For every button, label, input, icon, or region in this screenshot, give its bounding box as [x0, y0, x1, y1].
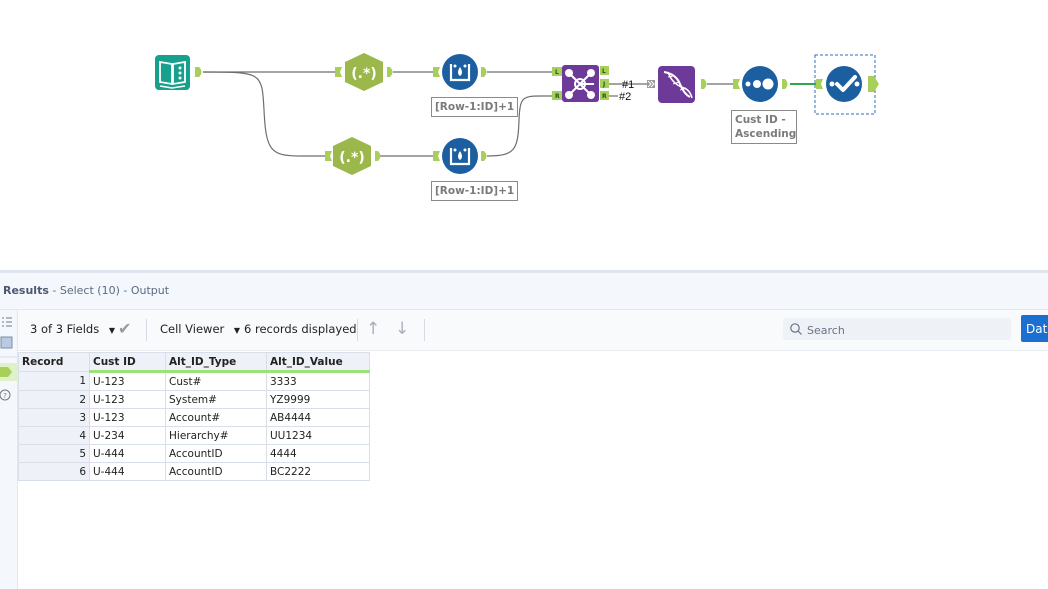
table-cell[interactable]: U-123: [89, 371, 166, 391]
table-cell[interactable]: U-123: [89, 408, 166, 427]
record-number-cell[interactable]: 3: [18, 408, 90, 427]
cell-viewer-label: Cell Viewer: [160, 322, 225, 336]
caret-down-icon: ▼: [108, 326, 116, 335]
regex-tool-bottom[interactable]: (.*): [325, 137, 381, 175]
arrow-up-icon[interactable]: ↑: [366, 319, 381, 339]
table-cell[interactable]: BC2222: [266, 462, 370, 481]
table-cell[interactable]: 3333: [266, 371, 370, 391]
sort-tool[interactable]: [733, 66, 788, 102]
metadata-icon[interactable]: [0, 336, 13, 349]
join-port-label: R: [602, 93, 607, 100]
table-cell[interactable]: AB4444: [266, 408, 370, 427]
table-cell[interactable]: AccountID: [165, 462, 267, 481]
search-icon: [790, 323, 802, 335]
panel-splitter[interactable]: [0, 270, 1048, 273]
record-number-cell[interactable]: 2: [18, 390, 90, 409]
table-cell[interactable]: 4444: [266, 444, 370, 463]
connection-label-1: #1: [622, 79, 634, 91]
table-cell[interactable]: UU1234: [266, 426, 370, 445]
join-port-label: R: [555, 93, 560, 100]
table-cell[interactable]: U-123: [89, 390, 166, 409]
column-header-alt-id-value[interactable]: Alt_ID_Value: [266, 352, 370, 373]
record-number-cell[interactable]: 6: [18, 462, 90, 481]
annotation-text: [Row-1:ID]+1: [435, 101, 515, 113]
regex-tool-top[interactable]: (.*): [335, 53, 393, 91]
fields-dropdown[interactable]: 3 of 3 Fields ▼: [30, 322, 115, 336]
svg-text:(.*): (.*): [339, 150, 364, 166]
help-icon[interactable]: ?: [0, 389, 11, 401]
table-cell[interactable]: U-234: [89, 426, 166, 445]
connection-input-regex2[interactable]: [202, 71, 325, 157]
annotation-text: Cust ID -: [735, 114, 786, 126]
search-input[interactable]: [805, 320, 1009, 340]
table-cell[interactable]: YZ9999: [266, 390, 370, 409]
toolbar-separator: [146, 319, 147, 341]
results-left-rail: ?: [0, 310, 18, 589]
svg-text:?: ?: [3, 392, 7, 400]
arrow-down-icon[interactable]: ↓: [395, 319, 410, 339]
apply-check-icon[interactable]: ✔: [118, 319, 132, 338]
table-cell[interactable]: System#: [165, 390, 267, 409]
column-header-record[interactable]: Record: [18, 352, 90, 372]
join-port-label: L: [555, 69, 559, 76]
table-cell[interactable]: U-444: [89, 462, 166, 481]
workflow-diagram: (.*) (.*): [155, 53, 879, 175]
connection-label-2: #2: [619, 91, 631, 103]
record-number-cell[interactable]: 5: [18, 444, 90, 463]
select-tool[interactable]: [816, 66, 879, 102]
column-header-alt-id-type[interactable]: Alt_ID_Type: [165, 352, 267, 373]
record-number-cell[interactable]: 1: [18, 371, 90, 391]
results-header: Results - Select (10) - Output: [0, 273, 1048, 310]
table-cell[interactable]: Account#: [165, 408, 267, 427]
sort-annotation: Cust ID - Ascending: [731, 110, 797, 144]
table-cell[interactable]: Cust#: [165, 371, 267, 391]
toolbar-separator: [424, 319, 425, 341]
join-port-label: J: [602, 81, 605, 88]
fields-dropdown-label: 3 of 3 Fields: [30, 322, 100, 336]
selection-box: [814, 54, 876, 115]
multi-row-formula-tool-top[interactable]: [433, 54, 487, 90]
multirow-annotation-top: [Row-1:ID]+1: [431, 97, 519, 117]
caret-down-icon: ▼: [233, 326, 241, 335]
transpose-tool[interactable]: [658, 66, 707, 103]
records-count: 6 records displayed: [244, 322, 357, 336]
input-data-tool[interactable]: [155, 55, 190, 90]
annotation-text: [Row-1:ID]+1: [435, 185, 515, 197]
output-anchor-icon[interactable]: [0, 367, 12, 377]
join-port-label: L: [602, 68, 606, 75]
results-title-bold: Results: [3, 284, 49, 297]
table-cell[interactable]: Hierarchy#: [165, 426, 267, 445]
connection-multirow2-join[interactable]: [486, 95, 552, 157]
toolbar-separator: [357, 319, 358, 341]
header-row: Record Cust ID Alt_ID_Type Alt_ID_Value: [18, 352, 370, 373]
data-button[interactable]: Data: [1021, 315, 1048, 342]
workflow-canvas[interactable]: (.*) (.*): [0, 0, 1048, 270]
cell-viewer-dropdown[interactable]: Cell Viewer ▼: [160, 322, 240, 336]
output-port[interactable]: [195, 67, 202, 77]
rail-icons: ?: [0, 317, 17, 401]
table-cell[interactable]: U-444: [89, 444, 166, 463]
table-cell[interactable]: AccountID: [165, 444, 267, 463]
svg-text:(.*): (.*): [351, 66, 376, 82]
results-title: Results - Select (10) - Output: [3, 284, 169, 297]
multi-row-formula-tool-bottom[interactable]: [433, 138, 487, 174]
list-view-icon[interactable]: [2, 317, 12, 327]
results-title-context: - Select (10) - Output: [48, 284, 170, 297]
results-grid: Record Cust ID Alt_ID_Type Alt_ID_Value …: [18, 352, 370, 481]
join-tool[interactable]: [552, 65, 609, 102]
multirow-annotation-bottom: [Row-1:ID]+1: [431, 181, 519, 201]
search-field[interactable]: [783, 318, 1011, 340]
annotation-text: Ascending: [735, 128, 797, 140]
multi-connection-arrow-icon: [647, 80, 655, 88]
column-header-cust-id[interactable]: Cust ID: [89, 352, 166, 373]
record-number-cell[interactable]: 4: [18, 426, 90, 445]
